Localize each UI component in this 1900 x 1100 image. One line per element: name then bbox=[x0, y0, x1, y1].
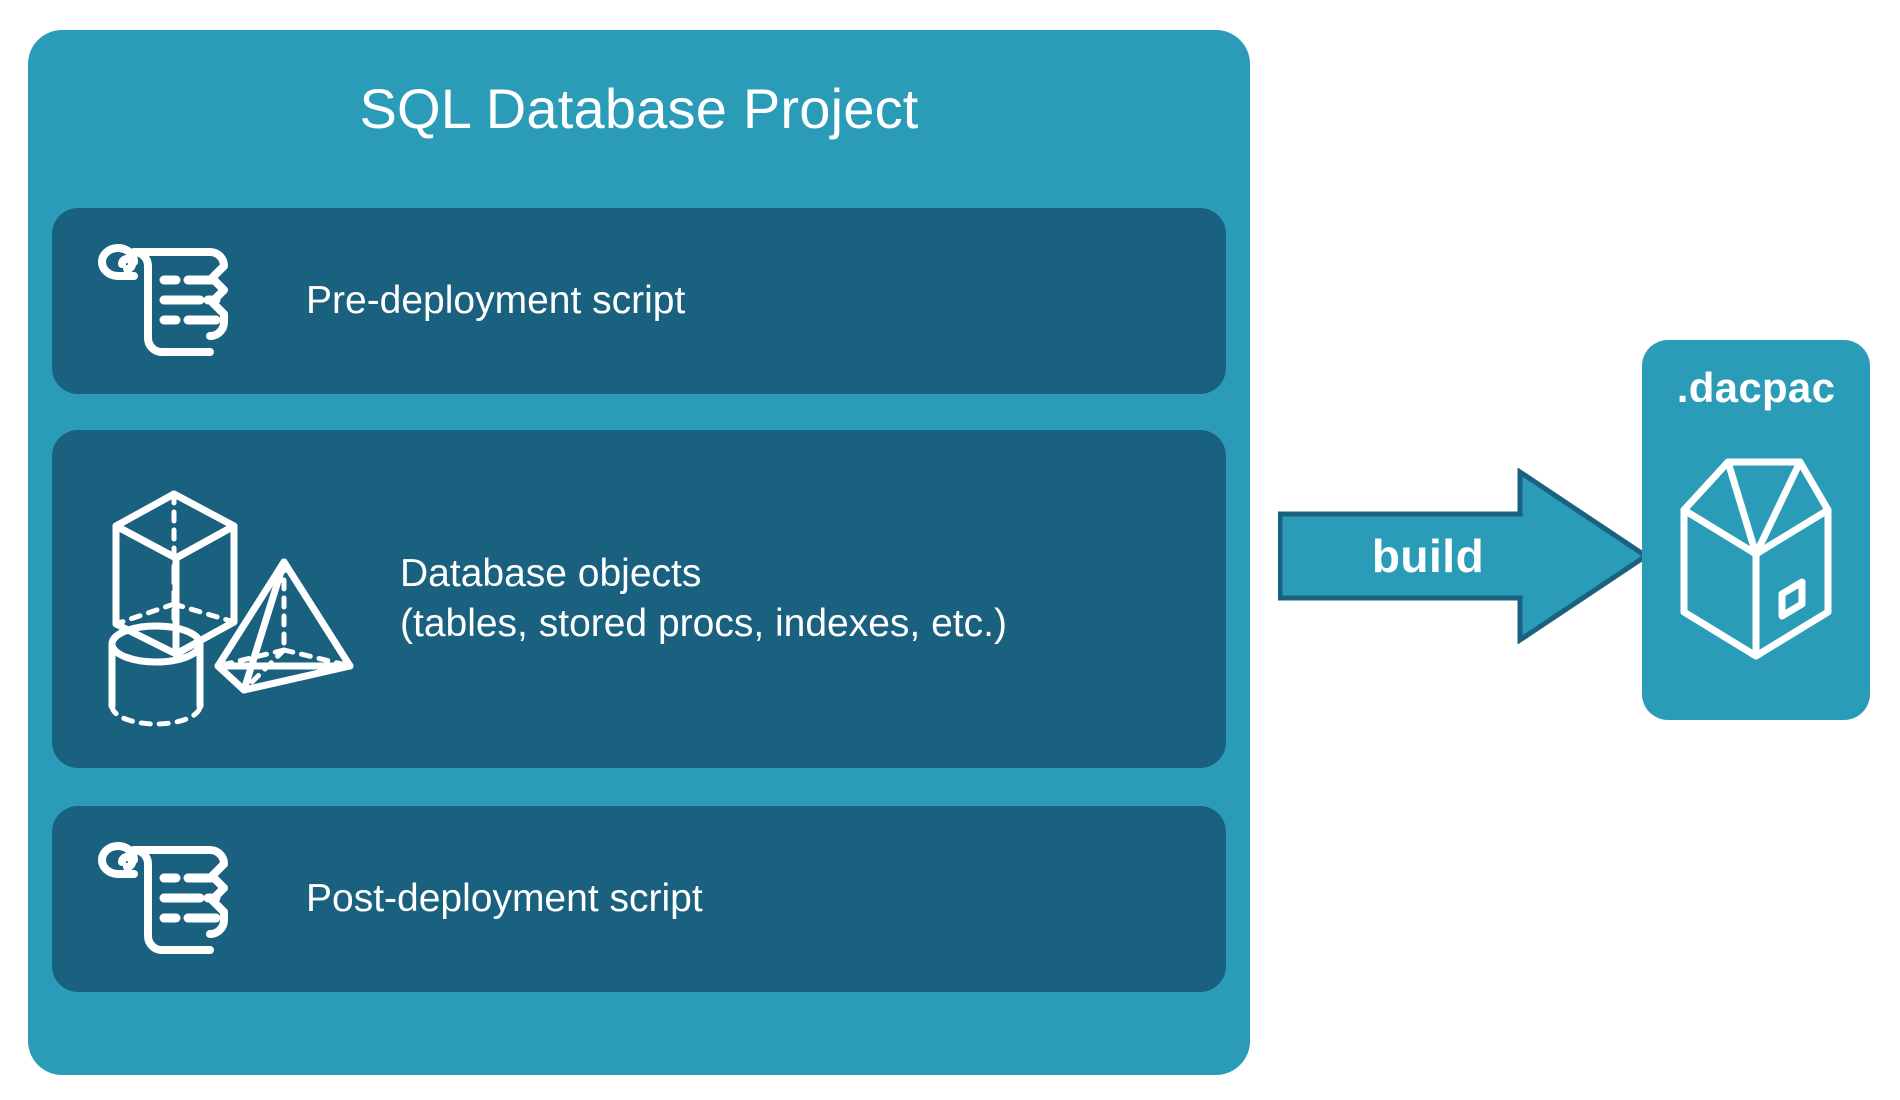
database-objects-label-line1: Database objects bbox=[400, 552, 702, 596]
pre-deployment-script-card[interactable]: Pre-deployment script bbox=[52, 208, 1226, 394]
post-deployment-script-card[interactable]: Post-deployment script bbox=[52, 806, 1226, 992]
dacpac-title: .dacpac bbox=[1676, 364, 1836, 411]
database-objects-card[interactable]: Database objects (tables, stored procs, … bbox=[52, 430, 1226, 768]
arrow-right-icon bbox=[1278, 468, 1648, 644]
dacpac-output-card[interactable]: .dacpac bbox=[1642, 340, 1870, 720]
scroll-icon bbox=[98, 830, 238, 968]
database-objects-label-line2: (tables, stored procs, indexes, etc.) bbox=[400, 602, 1007, 645]
scroll-icon bbox=[98, 232, 238, 370]
project-title: SQL Database Project bbox=[359, 77, 919, 140]
package-box-icon bbox=[1670, 444, 1842, 674]
shapes-icon bbox=[98, 454, 388, 744]
pre-deployment-script-label: Pre-deployment script bbox=[306, 279, 686, 323]
sql-database-project-card: SQL Database Project bbox=[28, 30, 1250, 1075]
post-deployment-script-label: Post-deployment script bbox=[306, 877, 703, 921]
database-objects-label: Database objects (tables, stored procs, … bbox=[400, 430, 1007, 768]
